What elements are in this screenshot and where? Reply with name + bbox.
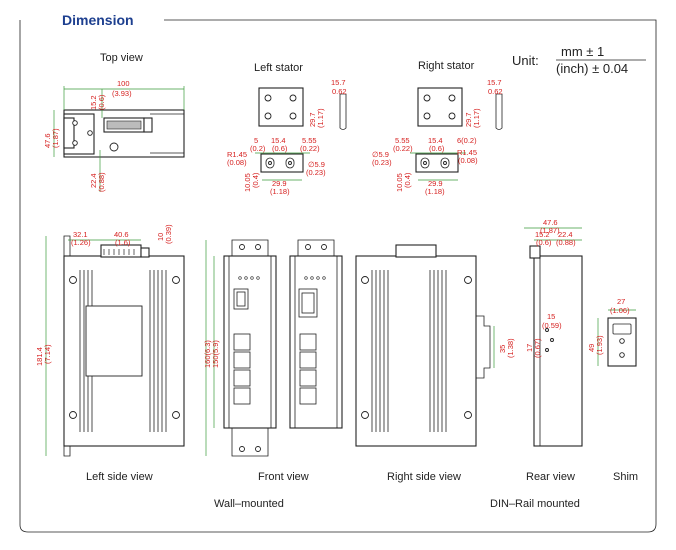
frame-border bbox=[19, 19, 657, 533]
dim-lsv-40-6: 40.6 bbox=[114, 230, 129, 239]
dim-rs-29-9-in: (1.18) bbox=[425, 187, 445, 196]
right-side-view-label: Right side view bbox=[387, 471, 461, 483]
dim-rs-15-4-in: (0.6) bbox=[429, 144, 445, 153]
dim-fv-150: 150(5.9) bbox=[211, 340, 220, 368]
dim-sh-27: 27 bbox=[617, 297, 625, 306]
dim-rs-15-7: 15.7 bbox=[487, 78, 502, 87]
dim-top-100-in: (3.93) bbox=[112, 89, 132, 98]
dim-lsv-32-1-in: (1.26) bbox=[71, 238, 91, 247]
rear-view-label: Rear view bbox=[526, 471, 575, 483]
dim-lsv-181-4-in: (7.14) bbox=[43, 344, 52, 364]
dim-rsv-35: 35 bbox=[498, 345, 507, 353]
dim-sh-27-in: (1.06) bbox=[610, 306, 630, 315]
right-side-view: 35 (1.38) Right side view bbox=[355, 244, 515, 483]
dim-ls-5-55: 5.55 bbox=[302, 136, 317, 145]
unit-block: Unit: mm ± 1 (inch) ± 0.04 bbox=[512, 44, 646, 76]
dim-rs-r145-in: (0.08) bbox=[458, 156, 478, 165]
shim-label: Shim bbox=[613, 471, 638, 483]
section-title: Dimension bbox=[62, 12, 134, 28]
dim-ls-10-05-in: (0.4) bbox=[251, 172, 260, 188]
dim-fv-160: 160(6.3) bbox=[203, 340, 212, 368]
dim-rv-15-2-in: (0.6) bbox=[536, 238, 552, 247]
left-stator-label: Left stator bbox=[254, 62, 303, 74]
dim-top-100: 100 bbox=[117, 79, 130, 88]
dim-ls-15-4: 15.4 bbox=[271, 136, 286, 145]
right-stator-label: Right stator bbox=[418, 60, 475, 72]
unit-denominator: (inch) ± 0.04 bbox=[556, 61, 628, 76]
wall-mounted-label: Wall–mounted bbox=[214, 498, 284, 510]
dim-ls-5-55-in: (0.22) bbox=[300, 144, 320, 153]
dim-rv-17-in: (0.67) bbox=[533, 338, 542, 358]
dim-ls-r145: R1.45 bbox=[227, 150, 247, 159]
dim-rs-29-9: 29.9 bbox=[428, 179, 443, 188]
right-stator: Right stator 15.7 0.62 29.7 (1.17) 5.55 … bbox=[372, 60, 503, 196]
top-view-label: Top view bbox=[100, 52, 143, 64]
dim-rv-47-6: 47.6 bbox=[543, 218, 558, 227]
dim-lsv-10-in: (0.39) bbox=[164, 224, 173, 244]
dim-ls-r145-in: (0.08) bbox=[227, 158, 247, 167]
shim: 27 (1.06) 49 (1.93) Shim bbox=[587, 297, 638, 483]
front-view-label: Front view bbox=[258, 471, 309, 483]
dim-top-15-2-in: (0.6) bbox=[97, 94, 106, 110]
dim-rs-10-05: 10.05 bbox=[395, 173, 404, 192]
dim-ls-29-7-in: (1.17) bbox=[316, 108, 325, 128]
dim-lsv-181-4: 181.4 bbox=[35, 347, 44, 366]
dim-ls-15-4-in: (0.6) bbox=[272, 144, 288, 153]
dim-rs-d59: ∅5.9 bbox=[372, 150, 389, 159]
dim-top-47-6: 47.6 bbox=[43, 133, 52, 148]
dim-ls-5: 5 bbox=[254, 136, 258, 145]
dim-lsv-10: 10 bbox=[156, 233, 165, 241]
dim-rv-15-in: (0.59) bbox=[542, 321, 562, 330]
dim-rs-29-7: 29.7 bbox=[464, 112, 473, 127]
dim-rs-15-7-in: 0.62 bbox=[488, 87, 503, 96]
unit-numerator: mm ± 1 bbox=[561, 44, 604, 59]
dim-top-22-4-in: (0.88) bbox=[97, 172, 106, 192]
dim-rsv-35-in: (1.38) bbox=[506, 338, 515, 358]
rear-view: 47.6 (1.87) 15.2 (0.6) 22.4 (0.88) 15 (0… bbox=[524, 218, 583, 483]
dim-rv-15: 15 bbox=[547, 312, 555, 321]
dim-rv-15-2: 15.2 bbox=[535, 230, 550, 239]
din-rail-mounted-label: DIN–Rail mounted bbox=[490, 498, 580, 510]
dim-ls-15-7: 15.7 bbox=[331, 78, 346, 87]
dim-rs-5-55: 5.55 bbox=[395, 136, 410, 145]
dim-top-15-2: 15.2 bbox=[89, 95, 98, 110]
dim-rs-6: 6(0.2) bbox=[457, 136, 477, 145]
dim-rs-5-55-in: (0.22) bbox=[393, 144, 413, 153]
dim-rs-10-05-in: (0.4) bbox=[403, 172, 412, 188]
dim-ls-29-9-in: (1.18) bbox=[270, 187, 290, 196]
unit-label: Unit: bbox=[512, 53, 539, 68]
dim-ls-5-in: (0.2) bbox=[250, 144, 266, 153]
front-view: 150(5.9) 160(6.3) Front view bbox=[203, 239, 343, 483]
left-side-view: 32.1 (1.26) 40.6 (1.6) 10 (0.39) 181.4 (… bbox=[35, 224, 185, 483]
top-view: Top view 100 (3.93) 15.2 (0.6) 47.6 (1.8… bbox=[43, 52, 185, 192]
dim-ls-29-7: 29.7 bbox=[308, 112, 317, 127]
left-stator: Left stator 15.7 0.62 29.7 (1.17) 5 (0.2… bbox=[227, 62, 347, 196]
dim-lsv-40-6-in: (1.6) bbox=[115, 238, 131, 247]
dim-rs-29-7-in: (1.17) bbox=[472, 108, 481, 128]
dim-lsv-32-1: 32.1 bbox=[73, 230, 88, 239]
dim-rv-22-4: 22.4 bbox=[558, 230, 573, 239]
dim-sh-49: 49 bbox=[587, 344, 596, 352]
dim-ls-29-9: 29.9 bbox=[272, 179, 287, 188]
dim-sh-49-in: (1.93) bbox=[595, 335, 604, 355]
left-side-view-label: Left side view bbox=[86, 471, 153, 483]
dim-rs-15-4: 15.4 bbox=[428, 136, 443, 145]
dim-ls-10-05: 10.05 bbox=[243, 173, 252, 192]
dim-top-22-4: 22.4 bbox=[89, 173, 98, 188]
dim-rs-r145: R1.45 bbox=[457, 148, 477, 157]
dim-ls-d59-in: (0.23) bbox=[306, 168, 326, 177]
dim-rv-22-4-in: (0.88) bbox=[556, 238, 576, 247]
dim-top-47-6-in: (1.87) bbox=[51, 128, 60, 148]
dim-rv-17: 17 bbox=[525, 344, 534, 352]
dim-rv-47-6-in: (1.87) bbox=[540, 226, 560, 235]
dim-ls-15-7-in: 0.62 bbox=[332, 87, 347, 96]
dim-ls-d59: ∅5.9 bbox=[308, 160, 325, 169]
dim-rs-d59-in: (0.23) bbox=[372, 158, 392, 167]
